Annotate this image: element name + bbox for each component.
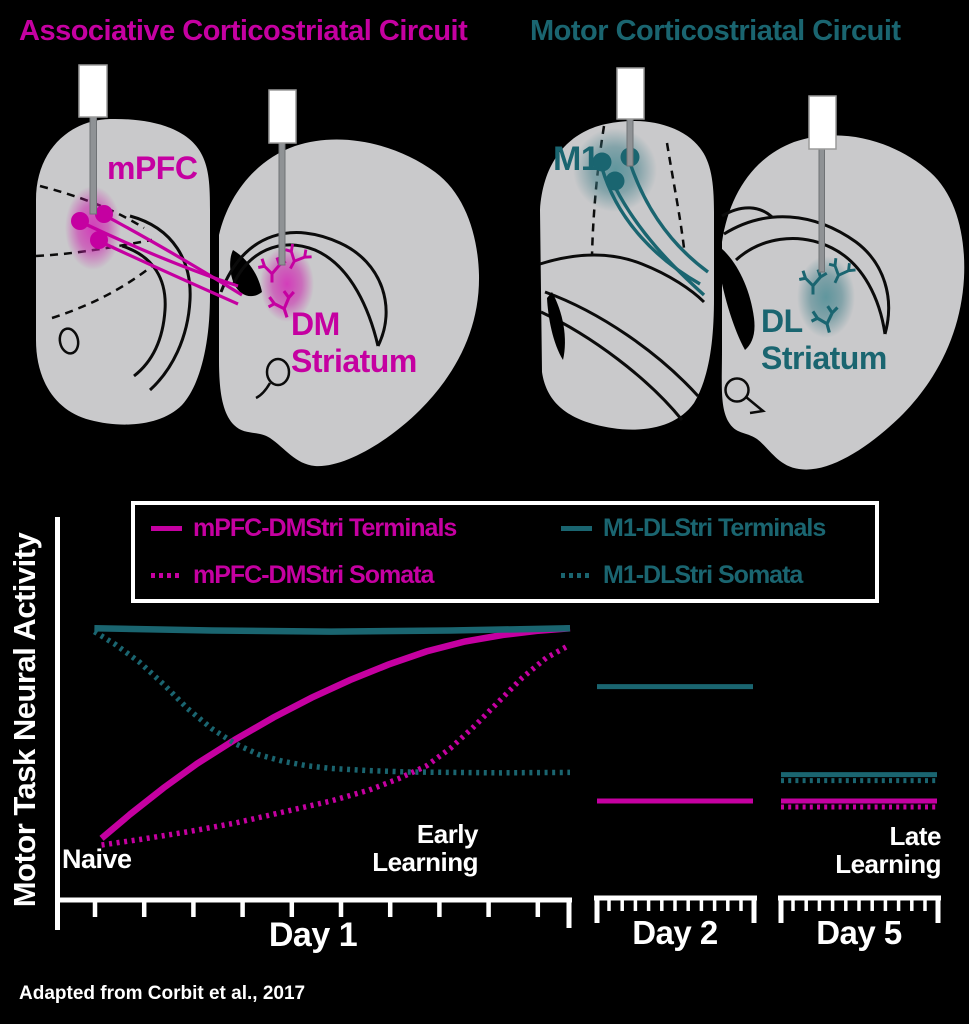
legend-label: M1-DLStri Somata	[603, 561, 803, 589]
legend-label: M1-DLStri Terminals	[603, 514, 826, 542]
late-learning-line1: Late	[889, 821, 942, 851]
associative-title: Associative Corticostriatal Circuit	[19, 15, 468, 47]
dl-striatum-glow	[797, 256, 855, 338]
day1-axis-label: Day 1	[268, 916, 358, 954]
legend-item-m1-somata: M1-DLStri Somata	[561, 561, 875, 590]
legend-label: mPFC-DMStri Somata	[193, 561, 434, 589]
dm-striatum-probe	[268, 89, 297, 266]
dotted-line-swatch-teal	[561, 573, 592, 578]
motor-title: Motor Corticostriatal Circuit	[530, 15, 901, 47]
early-learning-line1: Early	[416, 819, 479, 849]
brain-diagrams	[35, 64, 965, 470]
dm-striatum-label-line2: Striatum	[291, 343, 417, 379]
associative-panel	[35, 64, 480, 467]
m1-ventricle	[547, 292, 565, 360]
early-learning-annotation: Early Learning	[318, 820, 478, 876]
mpfc-somata-cells	[71, 205, 113, 249]
legend-label: mPFC-DMStri Terminals	[193, 514, 457, 542]
dl-anatomy-lines	[719, 206, 891, 415]
late-learning-annotation: Late Learning	[781, 822, 941, 878]
mpfc-probe	[78, 64, 108, 215]
source-caption: Adapted from Corbit et al., 2017	[19, 983, 306, 1004]
legend-item-m1-terminals: M1-DLStri Terminals	[561, 514, 875, 543]
chart-legend: mPFC-DMStri Terminals M1-DLStri Terminal…	[131, 501, 879, 603]
dl-striatum-label: DL Striatum	[761, 303, 887, 377]
m1-probe	[616, 67, 645, 167]
late-learning-line2: Learning	[835, 849, 941, 879]
early-learning-line2: Learning	[372, 847, 478, 877]
mpfc-anatomy-lines	[58, 214, 192, 392]
solid-line-swatch-teal	[561, 526, 592, 531]
motor-panel	[539, 67, 965, 470]
m1-slice	[540, 120, 714, 430]
dm-striatum-label-line1: DM	[291, 306, 340, 342]
day2-axis-label: Day 2	[632, 914, 718, 951]
y-axis-label: Motor Task Neural Activity	[7, 532, 42, 908]
dl-striatum-label-line1: DL	[761, 303, 803, 339]
day5-axis-label: Day 5	[816, 914, 902, 951]
m1-injection-glow	[573, 128, 657, 212]
mpfc-label: mPFC	[107, 150, 198, 186]
solid-line-swatch-magenta	[151, 526, 182, 531]
legend-item-mpfc-somata: mPFC-DMStri Somata	[151, 561, 561, 590]
dl-striatum-label-line2: Striatum	[761, 340, 887, 376]
dm-anatomy-lines	[219, 231, 388, 400]
m1-label: M1	[553, 140, 600, 178]
dotted-line-swatch-magenta	[151, 573, 182, 578]
legend-item-mpfc-terminals: mPFC-DMStri Terminals	[151, 514, 561, 543]
dm-striatum-label: DM Striatum	[291, 306, 417, 380]
dl-striatum-probe	[808, 95, 837, 273]
naive-annotation: Naive	[62, 844, 132, 874]
